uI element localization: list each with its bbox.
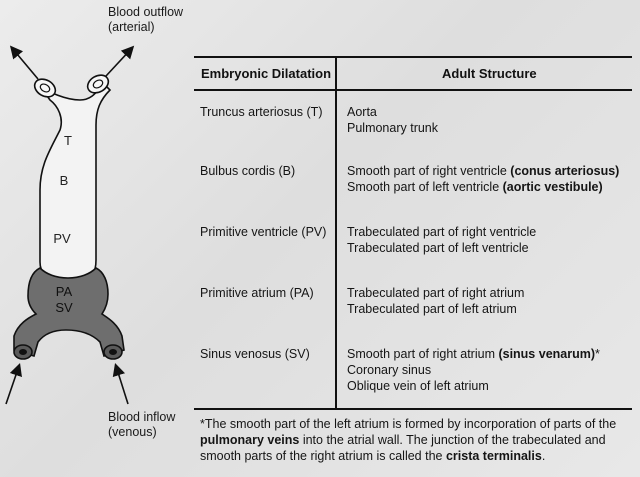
inflow-arrow-right (112, 362, 129, 405)
outflow-arrow-left (9, 45, 39, 80)
bold-term: (sinus venarum) (498, 347, 596, 361)
text-run: Smooth part of left ventricle (347, 180, 503, 194)
adult-structure-line: Pulmonary trunk (347, 120, 438, 136)
text-run: Pulmonary trunk (347, 121, 439, 135)
segment-label-pa: PA (55, 284, 73, 299)
embryonic-cell-4: Sinus venosus (SV) (200, 347, 310, 361)
bold-term: (aortic vestibule) (502, 180, 603, 194)
right-outflow-opening (86, 74, 110, 94)
segment-label-b: B (59, 173, 69, 188)
header-embryonic: Embryonic Dilatation (201, 66, 332, 81)
segment-label-t: T (64, 133, 72, 148)
text-run: Trabeculated part of left ventricle (347, 241, 529, 255)
embryonic-cell-1: Bulbus cordis (B) (200, 164, 296, 178)
embryonic-cell-0: Truncus arteriosus (T) (200, 105, 323, 119)
text-run: Smooth part of right atrium (347, 347, 499, 361)
text-run: Trabeculated part of right ventricle (347, 225, 537, 239)
adult-cell-1: Smooth part of right ventricle (conus ar… (347, 163, 619, 195)
adult-structure-line: Aorta (347, 104, 438, 120)
embryonic-cell-3: Primitive atrium (PA) (200, 286, 314, 300)
adult-structure-line: Oblique vein of left atrium (347, 378, 600, 394)
segment-label-pv: PV (53, 231, 71, 246)
outflow-arrow-right (105, 45, 135, 77)
adult-structure-line: Trabeculated part of right ventricle (347, 224, 536, 240)
table-header-rule (194, 89, 632, 91)
inflow-label: Blood inflow (venous) (108, 410, 176, 439)
footnote: *The smooth part of the left atrium is f… (200, 417, 617, 463)
embryonic-cell-2: Primitive ventricle (PV) (200, 225, 327, 239)
adult-structure-line: Trabeculated part of left ventricle (347, 240, 536, 256)
outflow-label: Blood outflow (arterial) (108, 5, 184, 34)
adult-structure-line: Trabeculated part of right atrium (347, 285, 524, 301)
bold-term: (conus arteriosus) (510, 164, 620, 178)
inflow-arrow-left (5, 362, 22, 405)
adult-cell-4: Smooth part of right atrium (sinus venar… (347, 346, 600, 394)
left-outflow-opening (33, 78, 57, 98)
table-column-divider (335, 56, 337, 410)
heart-tube-diagram (5, 45, 135, 405)
dark-tube-shape (13, 267, 125, 357)
text-run: Aorta (347, 105, 377, 119)
text-run: * (595, 347, 600, 361)
table-bottom-rule (194, 408, 632, 410)
adult-structure-line: Smooth part of right ventricle (conus ar… (347, 163, 619, 179)
text-run: Oblique vein of left atrium (347, 379, 489, 393)
text-run: Trabeculated part of right atrium (347, 286, 525, 300)
text-run: Trabeculated part of left atrium (347, 302, 517, 316)
segment-label-sv: SV (55, 300, 73, 315)
text-run: Coronary sinus (347, 363, 432, 377)
adult-structure-line: Coronary sinus (347, 362, 600, 378)
header-adult: Adult Structure (442, 66, 537, 81)
table-top-rule (194, 56, 632, 58)
adult-structure-line: Smooth part of left ventricle (aortic ve… (347, 179, 619, 195)
text-run: Smooth part of right ventricle (347, 164, 511, 178)
adult-structure-line: Smooth part of right atrium (sinus venar… (347, 346, 600, 362)
adult-structure-line: Trabeculated part of left atrium (347, 301, 524, 317)
